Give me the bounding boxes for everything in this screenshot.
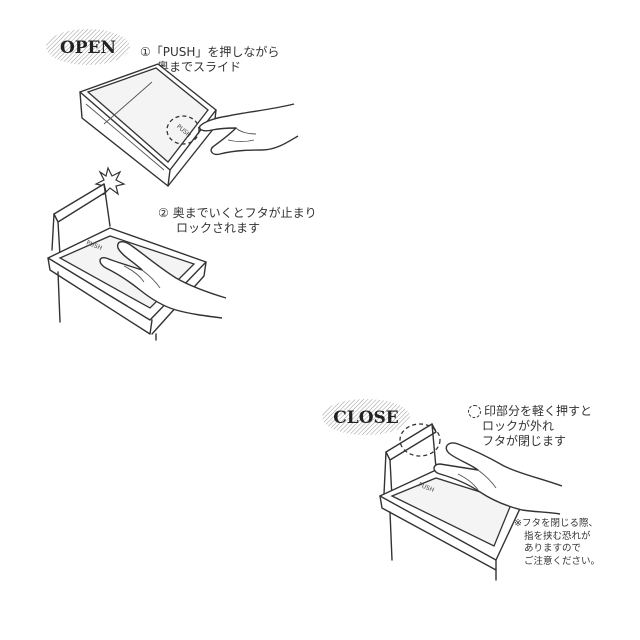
bin-front-edge — [57, 271, 61, 323]
step1-line1: 「PUSH」を押しながら — [150, 45, 280, 59]
caution-line3: ありますので — [524, 543, 582, 554]
step2-marker: ② — [158, 206, 169, 220]
caution-note: ※フタを閉じる際、 指を挟む恐れが ありますので ご注意ください。 — [514, 518, 600, 568]
step1-line2: 奥までスライド — [157, 60, 242, 74]
open-badge: OPEN — [46, 29, 130, 65]
hand-icon-2 — [99, 241, 227, 319]
close-badge-label: CLOSE — [333, 408, 399, 428]
hatched-badge-icon — [46, 29, 130, 65]
caution-line2: 指を挟む恐れが — [524, 530, 591, 542]
open-step2-note: ② 奥までいくとフタが止まり ロックされます — [158, 206, 317, 236]
sliding-lid — [86, 67, 209, 163]
raised-lid — [53, 183, 107, 223]
hand-icon — [198, 103, 299, 156]
close-badge: CLOSE — [322, 399, 410, 435]
step2-line2: ロックされます — [176, 221, 261, 235]
open-step1-note: ①「PUSH」を押しながら 奥までスライド — [140, 45, 279, 75]
hatched-badge-icon-2 — [322, 399, 410, 435]
close-note: 印部分を軽く押すと ロックが外れ フタが閉じます — [468, 404, 592, 449]
bin-side — [79, 91, 171, 187]
open-badge-label: OPEN — [60, 38, 116, 58]
close-line3: フタが閉じます — [482, 434, 567, 448]
bin-front-edge-2 — [389, 511, 393, 561]
step2-line1: 奥までいくとフタが止まり — [172, 206, 317, 220]
hand-icon-3 — [433, 442, 563, 515]
dashed-circle-marker-icon — [468, 405, 481, 418]
caution-line4: ご注意ください。 — [524, 555, 601, 567]
push-area-marker — [166, 115, 200, 145]
caution-line1: ※フタを閉じる際、 — [514, 518, 598, 529]
press-area-marker — [399, 423, 441, 457]
burst-icon — [94, 166, 126, 196]
close-line2: ロックが外れ — [482, 419, 555, 433]
close-line1: 印部分を軽く押すと — [484, 404, 593, 418]
step1-marker: ① — [140, 45, 151, 59]
raised-lid-close — [385, 423, 437, 461]
